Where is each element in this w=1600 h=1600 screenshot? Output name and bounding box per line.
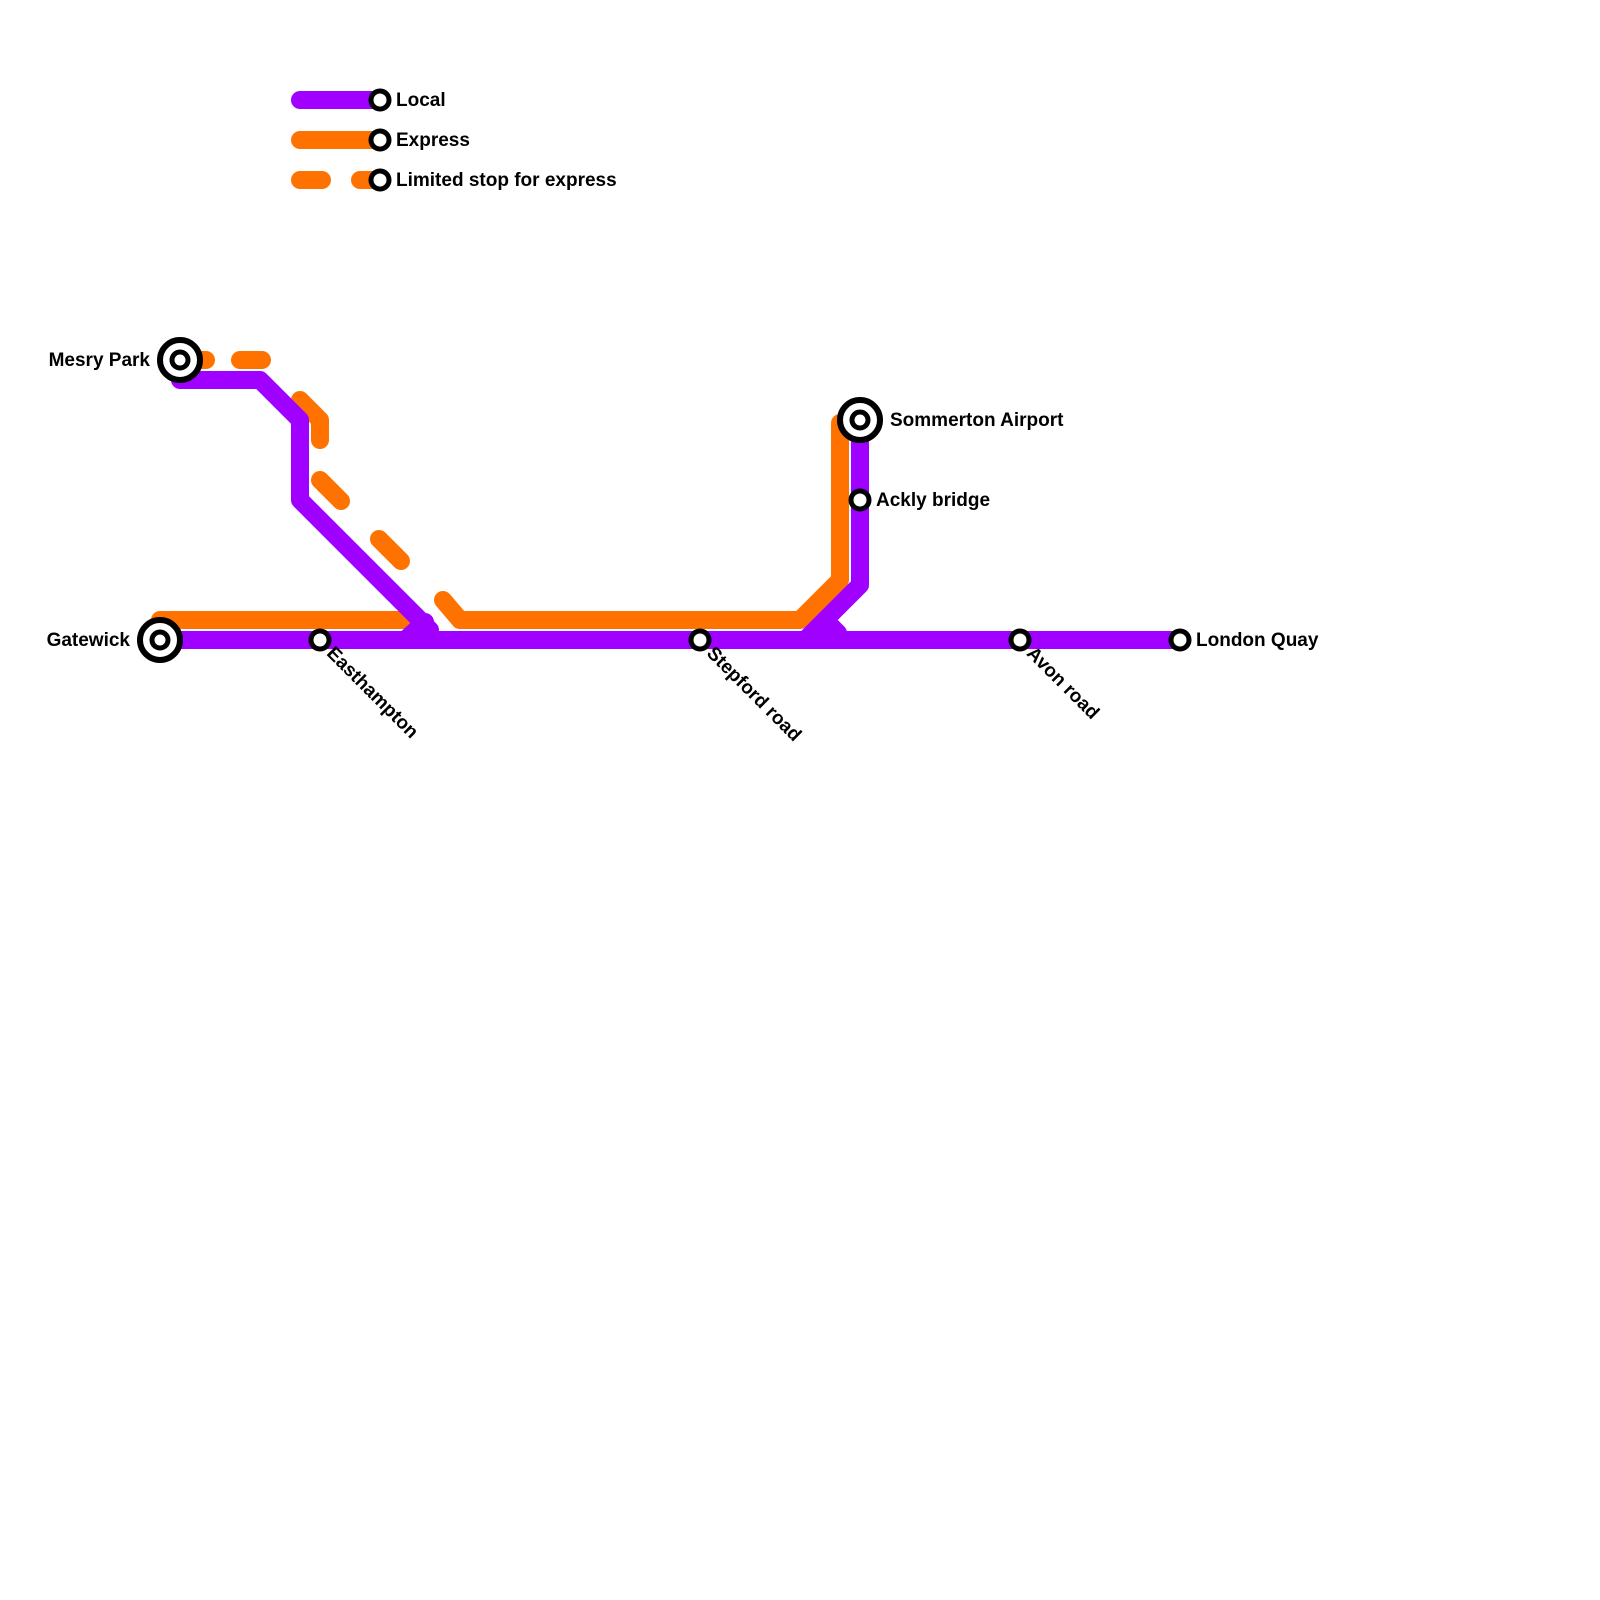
station-ackly-bridge[interactable]: Ackly bridge [848, 488, 990, 512]
legend-limited-label: Limited stop for express [396, 170, 617, 191]
stations: Mesry Park Gatewick Easthampton Stepford… [47, 337, 1319, 746]
express-limited-dash-3 [291, 391, 329, 449]
stop-icon [848, 488, 872, 512]
station-label: Easthampton [322, 643, 422, 743]
station-label: Sommerton Airport [890, 410, 1064, 431]
express-limited-dash-4 [311, 471, 350, 510]
station-label: Avon road [1022, 643, 1103, 724]
station-label: Gatewick [47, 630, 131, 651]
station-label: Ackly bridge [876, 490, 990, 511]
legend-limited-stop-icon [368, 168, 392, 192]
station-gatewick[interactable]: Gatewick [47, 617, 183, 663]
legend-express-stop-icon [368, 128, 392, 152]
legend-local-label: Local [396, 90, 446, 111]
interchange-core-icon [149, 629, 171, 651]
legend: Local Express Limited stop for express [291, 88, 617, 192]
stop-icon [1008, 628, 1032, 652]
stop-icon [1168, 628, 1192, 652]
local-junction-spur-2 [816, 611, 847, 642]
stop-icon [308, 628, 332, 652]
legend-express-label: Express [396, 130, 470, 151]
interchange-core-icon [849, 409, 871, 431]
interchange-core-icon [169, 349, 191, 371]
legend-local-stop-icon [368, 88, 392, 112]
station-label: London Quay [1196, 630, 1319, 651]
local-junction-spur-1 [396, 613, 434, 649]
station-label: Stepford road [702, 643, 805, 746]
station-london-quay[interactable]: London Quay [1168, 628, 1319, 652]
station-mesry-park[interactable]: Mesry Park [49, 337, 203, 383]
express-limited-dash-5 [370, 530, 410, 570]
express-line-east [434, 414, 849, 629]
station-label: Mesry Park [49, 350, 151, 371]
stop-icon [688, 628, 712, 652]
express-route [151, 351, 849, 629]
local-line-north [171, 371, 439, 639]
station-sommerton-airport[interactable]: Sommerton Airport [837, 397, 1064, 443]
